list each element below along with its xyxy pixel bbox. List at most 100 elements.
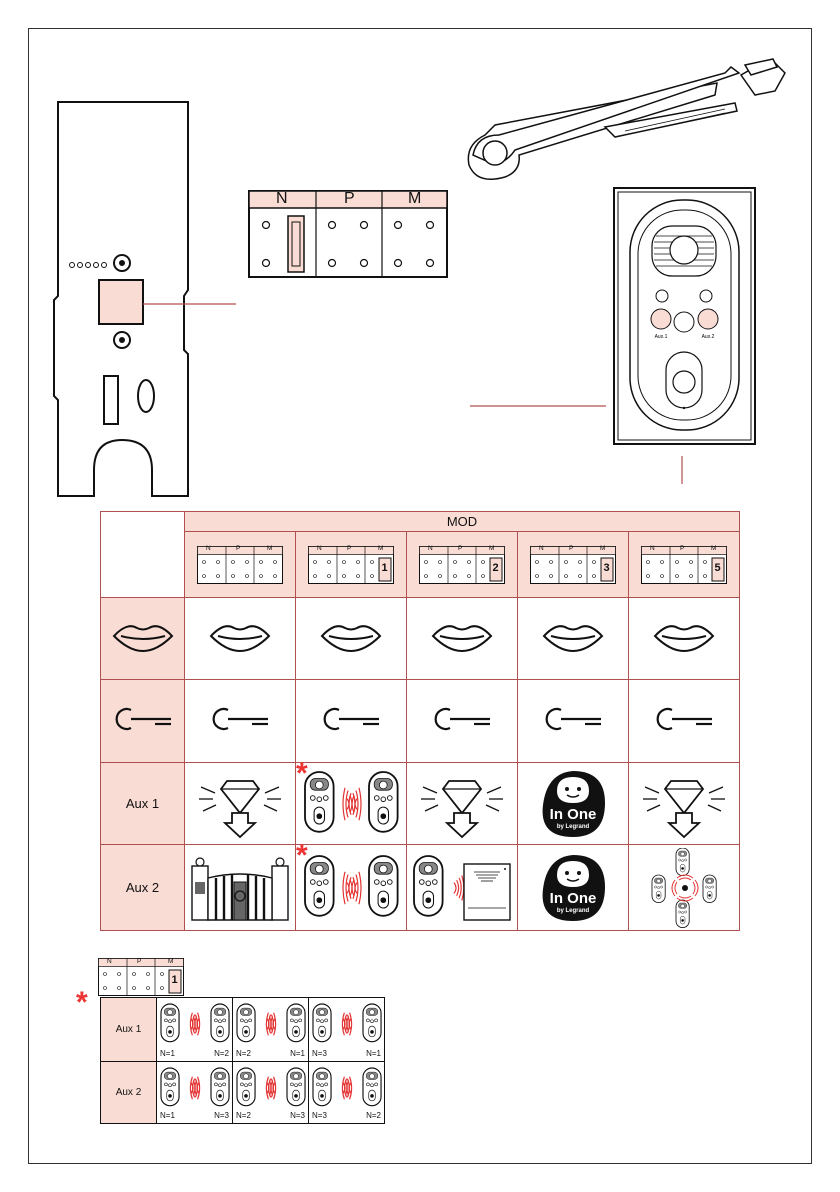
device-aux2-label: Aux.2 [702, 334, 715, 340]
speech-lips-icon [296, 620, 406, 657]
mini-label-n: N [428, 546, 433, 553]
in-one-logo: In One by Legrand [518, 851, 628, 925]
detail-aux2-row: Aux 2 N=1N=3 N=2N=3 [101, 1062, 385, 1124]
aux2-label: Aux 2 [101, 845, 185, 931]
detail-aux2-label: Aux 2 [101, 1062, 157, 1124]
in-one-logo: In One by Legrand [518, 767, 628, 841]
mod-value-label: 2 [493, 563, 499, 574]
lock-icon-cell [101, 680, 185, 763]
panel-call-icon [407, 852, 517, 924]
aux1-cell: * [296, 763, 407, 845]
light-icon [629, 769, 739, 839]
key-lock-icon [518, 703, 628, 740]
detail-aux1-label: Aux 1 [101, 998, 157, 1062]
jumper-label-n: N [276, 190, 288, 208]
speech-lips-icon [518, 620, 628, 657]
mini-label-p: P [137, 959, 141, 966]
detail-jumper: NPM1 [98, 958, 184, 996]
n-value-left: N=3 [312, 1049, 327, 1058]
asterisk-icon: * [76, 988, 88, 1018]
detail-table: Aux 1 N=1N=2 N=2N=1 [100, 997, 385, 1124]
intercom-call-icon [296, 852, 406, 924]
mod-value-label: 5 [715, 563, 721, 574]
lock-cell [296, 680, 407, 763]
aux2-cell [185, 845, 296, 931]
mini-label-n: N [317, 546, 322, 553]
intercom-call-icon [296, 768, 406, 840]
n-value-right: N=3 [214, 1111, 229, 1120]
mini-label-n: N [206, 546, 211, 553]
mini-label-p: P [236, 546, 240, 553]
mini-label-p: P [458, 546, 462, 553]
mini-jumper-block: N P M 1 [308, 546, 394, 584]
table-corner-cell [101, 512, 185, 598]
mod-header: MOD [185, 512, 740, 532]
n-value-right: N=3 [290, 1111, 305, 1120]
jumper-label-m: M [408, 190, 421, 208]
asterisk-icon: * [296, 759, 308, 789]
detail-pair-cell: N=3 N=1 [309, 998, 385, 1062]
mini-label-n: N [539, 546, 544, 553]
n-value-right: N=1 [366, 1049, 381, 1058]
mini-label-p: P [347, 546, 351, 553]
lock-cell [407, 680, 518, 763]
aux2-row: Aux 2 * [101, 845, 740, 931]
aux2-cell: In One by Legrand [518, 845, 629, 931]
light-icon [185, 769, 295, 839]
mini-label-m: M [378, 546, 383, 553]
speech-lips-icon [185, 620, 295, 657]
speech-lips-icon [101, 620, 184, 657]
device-leader-lines [460, 400, 690, 490]
detail-pair-cell: N=2N=3 [233, 1062, 309, 1124]
jumper-label-p: P [344, 190, 355, 208]
mini-label-m: M [267, 546, 272, 553]
n-value-left: N=2 [236, 1049, 251, 1058]
n-value-left: N=3 [312, 1111, 327, 1120]
svg-text:In One: In One [550, 890, 597, 907]
lock-cell [185, 680, 296, 763]
device-aux1-label: Aux.1 [655, 334, 668, 340]
aux2-cell: * [296, 845, 407, 931]
mini-label-n: N [650, 546, 655, 553]
n-value-right: N=2 [214, 1049, 229, 1058]
svg-text:by Legrand: by Legrand [557, 908, 590, 914]
mod-header-label: MOD [447, 514, 477, 529]
mini-label-m: M [168, 959, 173, 966]
speech-cell [185, 598, 296, 680]
aux2-cell [629, 845, 740, 931]
n-value-right: N=2 [366, 1111, 381, 1120]
aux1-cell [185, 763, 296, 845]
asterisk-icon: * [296, 841, 308, 871]
aux1-label: Aux 1 [101, 763, 185, 845]
jumper-block: N P M [248, 190, 448, 278]
lock-cell [518, 680, 629, 763]
speech-cell [518, 598, 629, 680]
lock-cell [629, 680, 740, 763]
aux1-row: Aux 1 * In One [101, 763, 740, 845]
key-lock-icon [629, 703, 739, 740]
multi-call-icon [629, 848, 739, 928]
aux2-cell [407, 845, 518, 931]
mod-value-label: 1 [172, 975, 178, 986]
key-lock-icon [296, 703, 406, 740]
mod-value-label: 1 [382, 563, 388, 574]
aux1-cell: In One by Legrand [518, 763, 629, 845]
n-value-left: N=1 [160, 1111, 175, 1120]
mini-label-m: M [600, 546, 605, 553]
screwdriver-tool [455, 55, 795, 190]
aux1-cell [407, 763, 518, 845]
speech-lips-icon [629, 620, 739, 657]
speech-cell [629, 598, 740, 680]
key-lock-icon [185, 703, 295, 740]
speech-cell [296, 598, 407, 680]
